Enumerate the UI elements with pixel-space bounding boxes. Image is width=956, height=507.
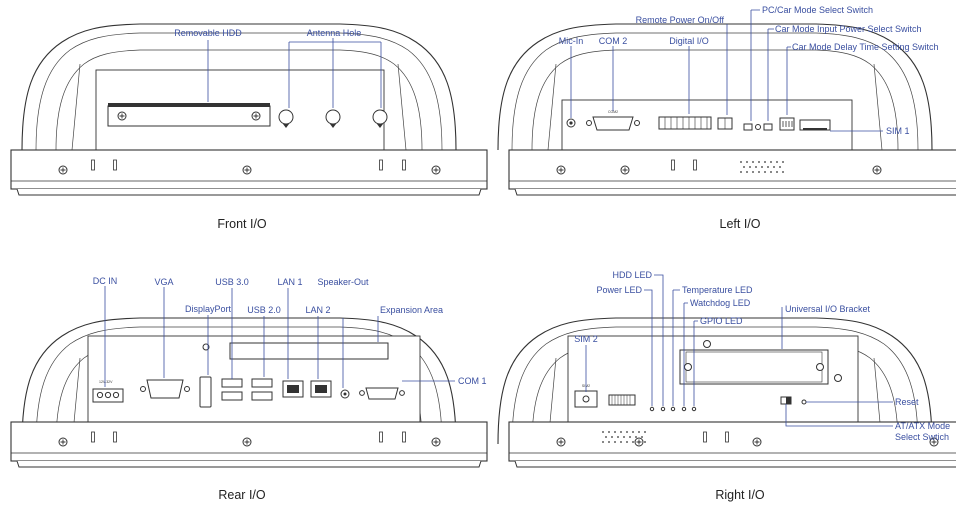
gpio-led-label: GPIO LED [700,316,743,326]
remote-power-label: Remote Power On/Off [636,15,725,25]
lan2-label: LAN 2 [305,305,330,315]
displayport-label: DisplayPort [185,304,232,314]
speaker-out-label: Speaker-Out [317,277,369,287]
rear-io-caption: Rear I/O [218,488,266,502]
antenna-hole-label: Antenna Hole [307,28,362,38]
reset-label: Reset [895,397,919,407]
pc-car-mode-label: PC/Car Mode Select Switch [762,5,873,15]
sim1-label: SIM 1 [886,126,910,136]
front-io-panel: Removable HDD Antenna Hole Front I/O [10,23,488,231]
power-led-label: Power LED [596,285,642,295]
rear-io-panel: 12V-32V [10,276,488,502]
usb30-label: USB 3.0 [215,277,249,287]
right-io-plate: SIM2 [567,335,859,423]
watchdog-led-label: Watchdog LED [690,298,751,308]
vga-label: VGA [154,277,173,287]
svg-text:12V-32V: 12V-32V [99,380,113,384]
hdd-led-label: HDD LED [612,270,652,280]
at-atx-label-line2: Select Swtich [895,432,949,442]
at-atx-label-line1: AT/ATX Mode [895,421,950,431]
rear-io-plate: 12V-32V [87,335,421,423]
sim2-label: SIM 2 [574,334,598,344]
right-io-panel: SIM2 [497,270,956,502]
removable-hdd-tray [107,103,271,127]
rear-base [10,421,488,468]
left-io-caption: Left I/O [720,217,761,231]
left-base [508,149,956,196]
antenna-hole [278,109,388,128]
universal-bracket-label: Universal I/O Bracket [785,304,871,314]
lan1-label: LAN 1 [277,277,302,287]
left-io-panel: COM2 [497,5,956,231]
expansion-area-label: Expansion Area [380,305,443,315]
car-delay-label: Car Mode Delay Time Setting Switch [792,42,939,52]
com2-label: COM 2 [599,36,628,46]
right-base [508,421,956,468]
front-io-caption: Front I/O [217,217,267,231]
removable-hdd-label: Removable HDD [174,28,242,38]
antenna-hole-leader [288,38,382,108]
temperature-led-label: Temperature LED [682,285,753,295]
left-io-plate: COM2 [561,99,853,151]
car-input-power-label: Car Mode Input Power Select Switch [775,24,922,34]
com1-label: COM 1 [458,376,487,386]
right-io-caption: Right I/O [715,488,765,502]
dc-in-label: DC IN [93,276,118,286]
digital-io-label: Digital I/O [669,36,709,46]
usb20-label: USB 2.0 [247,305,281,315]
svg-text:COM2: COM2 [608,110,618,114]
front-base [10,149,488,196]
mic-in-label: Mic-In [559,36,584,46]
